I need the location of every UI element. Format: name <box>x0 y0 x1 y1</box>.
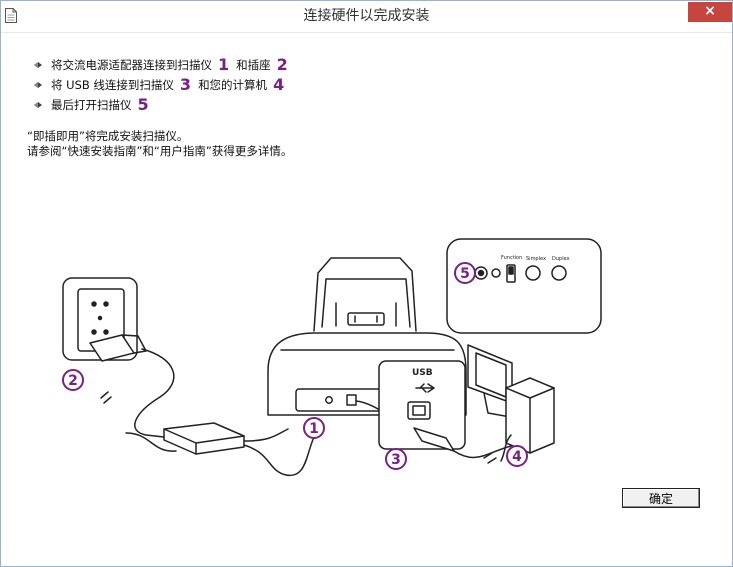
diamond-bullet-icon <box>34 82 42 88</box>
diamond-bullet-icon <box>34 102 42 108</box>
simplex-label: Simplex <box>526 256 546 262</box>
callout-number: 2 <box>276 55 288 74</box>
step-item: 将 USB 线连接到扫描仪 3 和您的计算机 4 <box>33 75 295 95</box>
hardware-illustration: Function Simplex Duplex USB 1 2 3 4 5 <box>62 238 602 477</box>
step-text: 将 USB 线连接到扫描仪 <box>51 78 174 92</box>
function-label: Function <box>501 255 522 261</box>
ok-button[interactable]: 确定 <box>622 488 700 508</box>
callout-4: 4 <box>512 449 522 465</box>
info-line: 请参阅“快速安装指南”和“用户指南”获得更多详情。 <box>27 144 293 158</box>
callout-number: 3 <box>179 75 192 94</box>
info-text: “即插即用”将完成安装扫描仪。 请参阅“快速安装指南”和“用户指南”获得更多详情… <box>27 129 292 159</box>
callout-number: 5 <box>137 95 149 114</box>
step-item: 将交流电源适配器连接到扫描仪 1 和插座 2 <box>33 55 295 75</box>
callout-number: 1 <box>218 55 230 74</box>
usb-label: USB <box>412 368 433 378</box>
callout-2: 2 <box>68 373 78 389</box>
step-text: 和插座 <box>236 58 271 72</box>
switch-zoom-panel <box>446 238 602 334</box>
close-icon[interactable]: × <box>704 3 716 19</box>
info-line: “即插即用”将完成安装扫描仪。 <box>27 129 189 143</box>
usb-zoom-panel <box>378 360 466 450</box>
callout-number: 4 <box>273 75 285 94</box>
step-text: 将交流电源适配器连接到扫描仪 <box>51 58 212 72</box>
window-title: 连接硬件以完成安装 <box>303 8 430 24</box>
callout-5: 5 <box>460 266 470 282</box>
close-button[interactable]: × <box>688 2 732 22</box>
callout-1: 1 <box>309 421 319 437</box>
step-text: 和您的计算机 <box>198 78 268 92</box>
step-text: 最后打开扫描仪 <box>51 98 132 112</box>
title-bar[interactable]: 连接硬件以完成安装 × <box>1 1 732 33</box>
content-area: 将交流电源适配器连接到扫描仪 1 和插座 2 将 USB 线连接到扫描仪 3 和… <box>1 33 732 566</box>
step-item: 最后打开扫描仪 5 <box>33 95 295 115</box>
callout-3: 3 <box>391 452 401 468</box>
duplex-label: Duplex <box>552 256 570 262</box>
step-list: 将交流电源适配器连接到扫描仪 1 和插座 2 将 USB 线连接到扫描仪 3 和… <box>33 55 295 115</box>
document-icon <box>5 8 17 23</box>
diamond-bullet-icon <box>34 62 42 68</box>
